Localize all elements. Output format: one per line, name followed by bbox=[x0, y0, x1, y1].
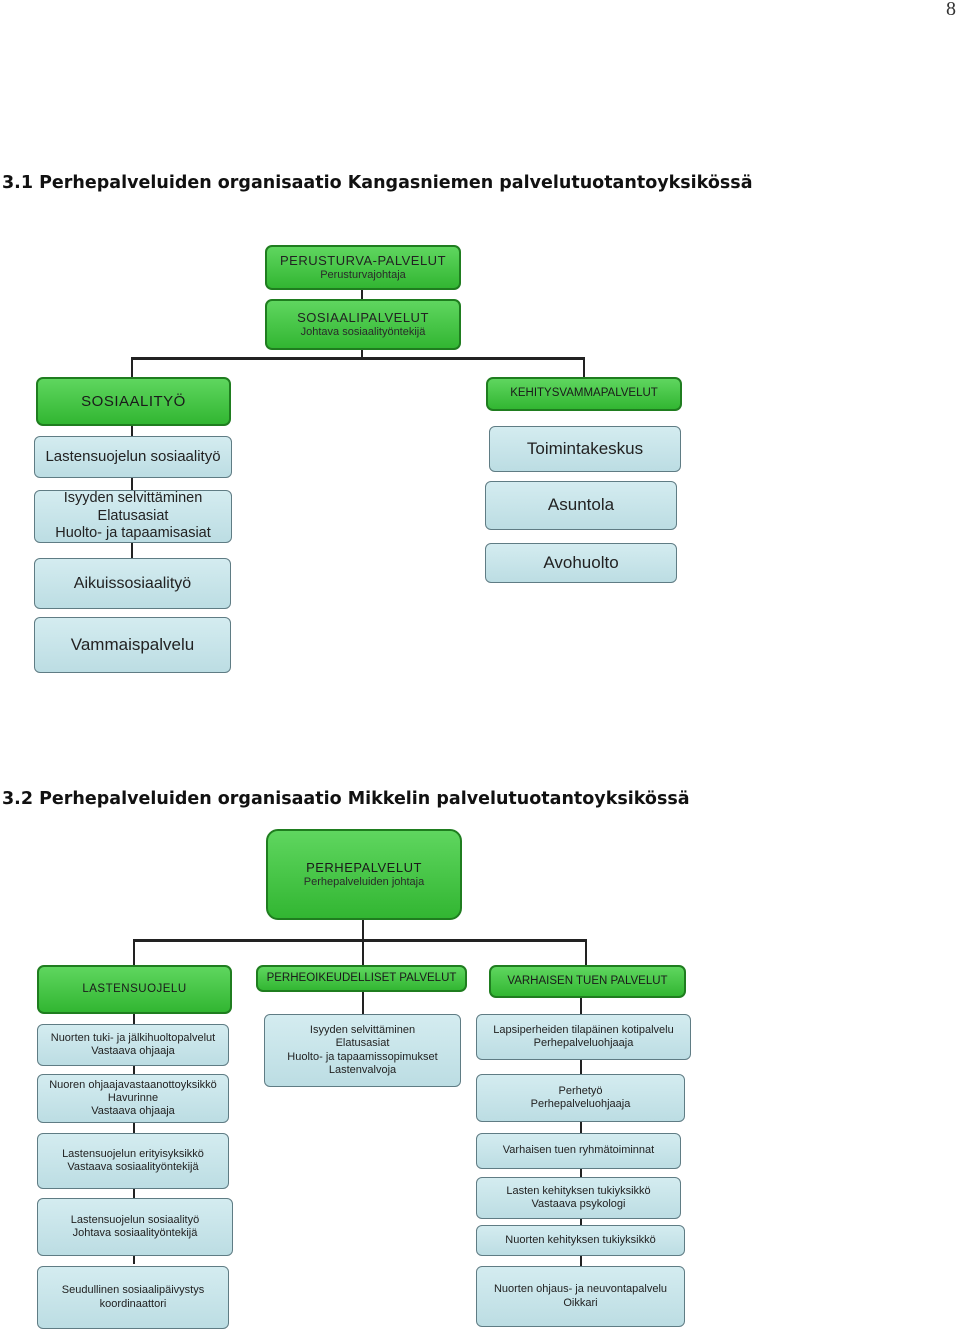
box-title: PERHEOIKEUDELLISET PALVELUT bbox=[266, 971, 457, 984]
org-box-kehitysvammapalvelut: KEHITYSVAMMAPALVELUT bbox=[486, 377, 682, 411]
org-box-varhaisen-tuen-ryhmatoiminnat: Varhaisen tuen ryhmätoiminnat bbox=[476, 1133, 681, 1169]
box-title: KEHITYSVAMMAPALVELUT bbox=[510, 387, 658, 400]
box-line: Havurinne bbox=[107, 1091, 159, 1104]
box-line: Aikuissosiaalityö bbox=[73, 574, 192, 592]
box-subtitle: Perusturvajohtaja bbox=[320, 268, 406, 281]
org-box-nuoren-ohjaajavastaanottoyksikko: Nuoren ohjaajavastaanottoyksikkö Havurin… bbox=[37, 1074, 229, 1123]
org-box-lapsiperheiden-kotipalvelu: Lapsiperheiden tilapäinen kotipalvelu Pe… bbox=[476, 1014, 691, 1060]
box-line: Elatusasiat bbox=[97, 507, 169, 524]
box-title: PERUSTURVA-PALVELUT bbox=[279, 253, 447, 269]
connector-line bbox=[133, 939, 587, 942]
connector-line bbox=[131, 357, 133, 377]
box-line: Nuoren ohjaajavastaanottoyksikkö bbox=[49, 1078, 217, 1091]
box-line: Vastaava ohjaaja bbox=[91, 1045, 175, 1057]
connector-line bbox=[362, 939, 364, 965]
org-box-perusturvapalvelut: PERUSTURVA-PALVELUT Perusturvajohtaja bbox=[265, 245, 461, 290]
box-title: SOSIAALIPALVELUT bbox=[297, 310, 429, 326]
box-line: Perhepalveluohjaaja bbox=[530, 1098, 631, 1110]
box-line: Vastaava ohjaaja bbox=[91, 1105, 175, 1118]
org-box-avohuolto: Avohuolto bbox=[485, 543, 677, 583]
org-box-sosiaalityo: SOSIAALITYÖ bbox=[36, 377, 231, 426]
box-line: Vammaispalvelu bbox=[70, 634, 195, 654]
box-line: Isyyden selvittäminen bbox=[309, 1024, 416, 1037]
box-subtitle: Perhepalveluiden johtaja bbox=[303, 875, 425, 888]
box-line: koordinaattori bbox=[99, 1297, 167, 1310]
connector-line bbox=[583, 357, 585, 377]
box-line: Lastensuojelun erityisyksikkö bbox=[62, 1147, 204, 1160]
box-line: Vastaava psykologi bbox=[531, 1198, 626, 1210]
box-line: Elatusasiat bbox=[335, 1037, 390, 1050]
org-box-lastensuojelun-erityisyksikko: Lastensuojelun erityisyksikkö Vastaava s… bbox=[37, 1133, 229, 1189]
org-box-varhaisen-tuen-palvelut: VARHAISEN TUEN PALVELUT bbox=[489, 965, 686, 998]
org-box-lasten-kehityksen-tukiyksikko: Lasten kehityksen tukiyksikkö Vastaava p… bbox=[476, 1177, 681, 1219]
box-line: Oikkari bbox=[563, 1296, 598, 1309]
org-box-lastensuojelu: LASTENSUOJELU bbox=[37, 965, 232, 1014]
section-heading-3-2: 3.2 Perhepalveluiden organisaatio Mikkel… bbox=[2, 789, 690, 809]
box-line: Avohuolto bbox=[543, 552, 619, 572]
org-box-perhetyo: Perhetyö Perhepalveluohjaaja bbox=[476, 1074, 685, 1122]
box-line: Nuorten tuki- ja jälkihuoltopalvelut bbox=[50, 1031, 216, 1044]
org-box-asuntola: Asuntola bbox=[485, 481, 677, 530]
box-title: SOSIAALITYÖ bbox=[81, 392, 186, 410]
connector-line bbox=[585, 939, 587, 965]
box-line: Perhetyö bbox=[558, 1084, 603, 1097]
box-line: Varhaisen tuen ryhmätoiminnat bbox=[502, 1144, 655, 1157]
box-line: Isyyden selvittäminen bbox=[63, 490, 203, 507]
box-line: Huolto- ja tapaamisasiat bbox=[55, 525, 211, 542]
org-box-vammaispalvelu: Vammaispalvelu bbox=[34, 617, 231, 673]
box-line: Seudullinen sosiaalipäivystys bbox=[61, 1284, 205, 1297]
box-line: Lapsiperheiden tilapäinen kotipalvelu bbox=[493, 1023, 674, 1036]
box-subtitle: Johtava sosiaalityöntekijä bbox=[300, 325, 426, 338]
box-line: Perhepalveluohjaaja bbox=[533, 1037, 634, 1049]
connector-line bbox=[131, 478, 133, 490]
box-line: Toimintakeskus bbox=[526, 438, 644, 458]
box-line: Vastaava sosiaalityöntekijä bbox=[67, 1161, 199, 1173]
box-line: Lastensuojelun sosiaalityö bbox=[70, 1213, 200, 1226]
org-box-perheoikeudelliset-palvelut: PERHEOIKEUDELLISET PALVELUT bbox=[256, 965, 467, 992]
box-line: Nuorten ohjaus- ja neuvontapalvelu bbox=[493, 1283, 668, 1296]
org-box-nuorten-ohjaus-neuvontapalvelu: Nuorten ohjaus- ja neuvontapalvelu Oikka… bbox=[476, 1266, 685, 1327]
box-line: Johtava sosiaalityöntekijä bbox=[72, 1227, 198, 1239]
connector-line bbox=[580, 998, 582, 1266]
page-number: 8 bbox=[946, 0, 956, 20]
org-box-toimintakeskus: Toimintakeskus bbox=[489, 426, 681, 472]
org-box-nuorten-kehityksen-tukiyksikko: Nuorten kehityksen tukiyksikkö bbox=[476, 1225, 685, 1256]
connector-line bbox=[131, 357, 585, 360]
org-box-sosiaalipalvelut: SOSIAALIPALVELUT Johtava sosiaalityöntek… bbox=[265, 299, 461, 350]
connector-line bbox=[131, 426, 133, 436]
box-line: Lasten kehityksen tukiyksikkö bbox=[506, 1184, 651, 1197]
org-box-lastensuojelun-sosiaalityo: Lastensuojelun sosiaalityö Johtava sosia… bbox=[37, 1198, 233, 1256]
box-line: Nuorten kehityksen tukiyksikkö bbox=[505, 1233, 656, 1246]
connector-line bbox=[361, 290, 363, 299]
org-box-nuorten-tuki: Nuorten tuki- ja jälkihuoltopalvelut Vas… bbox=[37, 1024, 229, 1066]
org-box-aikuissosiaalityo: Aikuissosiaalityö bbox=[34, 558, 231, 609]
connector-line bbox=[362, 992, 364, 1014]
connector-line bbox=[361, 350, 363, 358]
box-line: Asuntola bbox=[547, 495, 615, 515]
box-line: Huolto- ja tapaamissopimukset bbox=[287, 1050, 438, 1063]
box-title: LASTENSUOJELU bbox=[82, 982, 187, 995]
org-box-isyyden-selvittaminen-2: Isyyden selvittäminen Elatusasiat Huolto… bbox=[264, 1014, 461, 1087]
connector-line bbox=[133, 939, 135, 965]
connector-line bbox=[362, 920, 364, 941]
box-title: PERHEPALVELUT bbox=[306, 860, 422, 876]
section-heading-3-1: 3.1 Perhepalveluiden organisaatio Kangas… bbox=[2, 173, 753, 193]
org-box-lastensuojelun-sosiaalityo: Lastensuojelun sosiaalityö bbox=[34, 436, 232, 478]
box-line: Lastenvalvoja bbox=[328, 1063, 397, 1076]
box-line: Lastensuojelun sosiaalityö bbox=[45, 448, 221, 465]
connector-line bbox=[131, 543, 133, 558]
org-box-isyyden-selvittaminen: Isyyden selvittäminen Elatusasiat Huolto… bbox=[34, 490, 232, 543]
box-title: VARHAISEN TUEN PALVELUT bbox=[507, 974, 668, 987]
org-box-seudullinen-sosiaalipaivystys: Seudullinen sosiaalipäivystys koordinaat… bbox=[37, 1266, 229, 1329]
org-box-perhepalvelut: PERHEPALVELUT Perhepalveluiden johtaja bbox=[266, 829, 462, 920]
